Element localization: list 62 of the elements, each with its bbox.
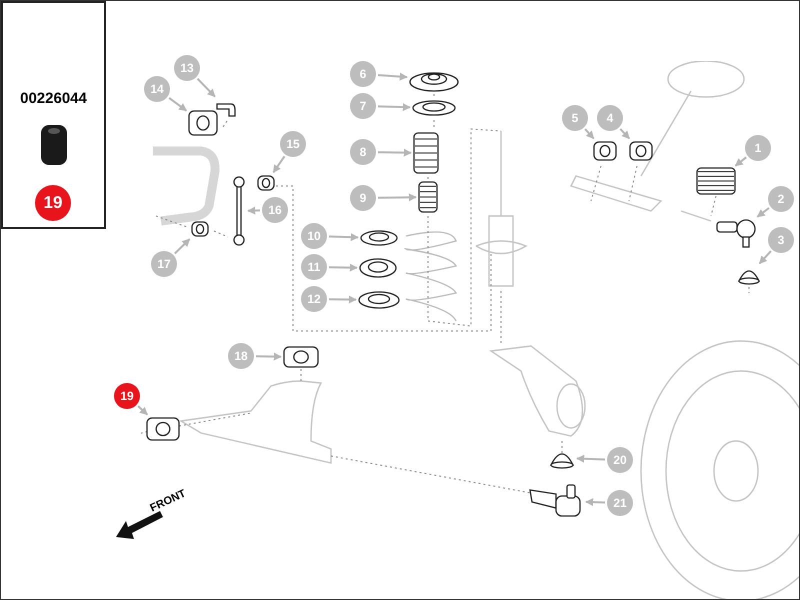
callout-number: 5	[562, 105, 588, 131]
bushing-part	[257, 174, 275, 192]
bushing-part	[593, 140, 617, 162]
bearing-ring-part	[412, 100, 456, 116]
callout-number: 19	[114, 383, 140, 409]
callout-number: 19	[35, 185, 71, 221]
callout-number: 21	[607, 490, 633, 516]
callout-number: 8	[350, 139, 376, 165]
spring-seat-part	[360, 230, 398, 246]
callout-number: 6	[350, 61, 376, 87]
leader-arrow	[756, 207, 770, 218]
leader-arrow	[137, 405, 148, 416]
leader-arrow	[584, 128, 594, 140]
leader-arrow	[328, 264, 358, 272]
bushing-part	[191, 220, 209, 238]
leader-arrow	[256, 352, 282, 361]
callout-number: 10	[301, 223, 327, 249]
callout-number: 14	[144, 76, 170, 102]
bellows-part	[413, 132, 439, 174]
bushing-photo	[39, 123, 69, 167]
callout-number: 2	[768, 186, 794, 212]
bushing-part	[188, 109, 218, 137]
callout-number: 15	[280, 131, 306, 157]
bushing-part	[283, 345, 319, 369]
bushing-part	[146, 416, 180, 442]
callout-number: 17	[151, 251, 177, 277]
info-panel	[1, 1, 106, 229]
bearing-part	[359, 258, 397, 278]
bump-stop-part	[418, 181, 438, 213]
leader-arrow	[174, 238, 190, 254]
part-number: 00226044	[19, 89, 88, 109]
callout-number: 9	[350, 185, 376, 211]
callout-number: 16	[262, 197, 288, 223]
callout-number: 20	[607, 447, 633, 473]
leader-arrow	[168, 97, 188, 112]
leader-arrow	[378, 72, 408, 81]
leader-arrow	[328, 296, 357, 304]
leader-arrow	[734, 156, 747, 167]
bushing-part	[629, 140, 653, 162]
stabilizer-link-part	[232, 176, 246, 246]
leader-arrow	[378, 193, 417, 202]
leader-arrow	[378, 148, 412, 157]
callout-number: 4	[597, 105, 623, 131]
callout-number: 13	[174, 55, 200, 81]
leader-arrow	[620, 128, 630, 140]
leader-arrow	[272, 156, 286, 174]
leader-arrow	[196, 78, 216, 98]
leader-arrow	[585, 498, 606, 506]
callout-number: 1	[745, 135, 771, 161]
leader-arrow	[378, 103, 411, 112]
boot-part	[696, 167, 736, 195]
callout-number: 18	[228, 343, 254, 369]
leader-arrow	[247, 206, 260, 215]
callout-number: 3	[768, 227, 794, 253]
callout-number: 12	[301, 286, 327, 312]
leader-arrow	[576, 454, 606, 463]
spring-seat-part	[358, 291, 400, 309]
tie-rod-end-part	[716, 218, 756, 248]
callout-number: 7	[350, 93, 376, 119]
leader-arrow	[328, 233, 359, 242]
leader-arrow	[758, 250, 772, 264]
callout-number: 11	[301, 254, 327, 280]
